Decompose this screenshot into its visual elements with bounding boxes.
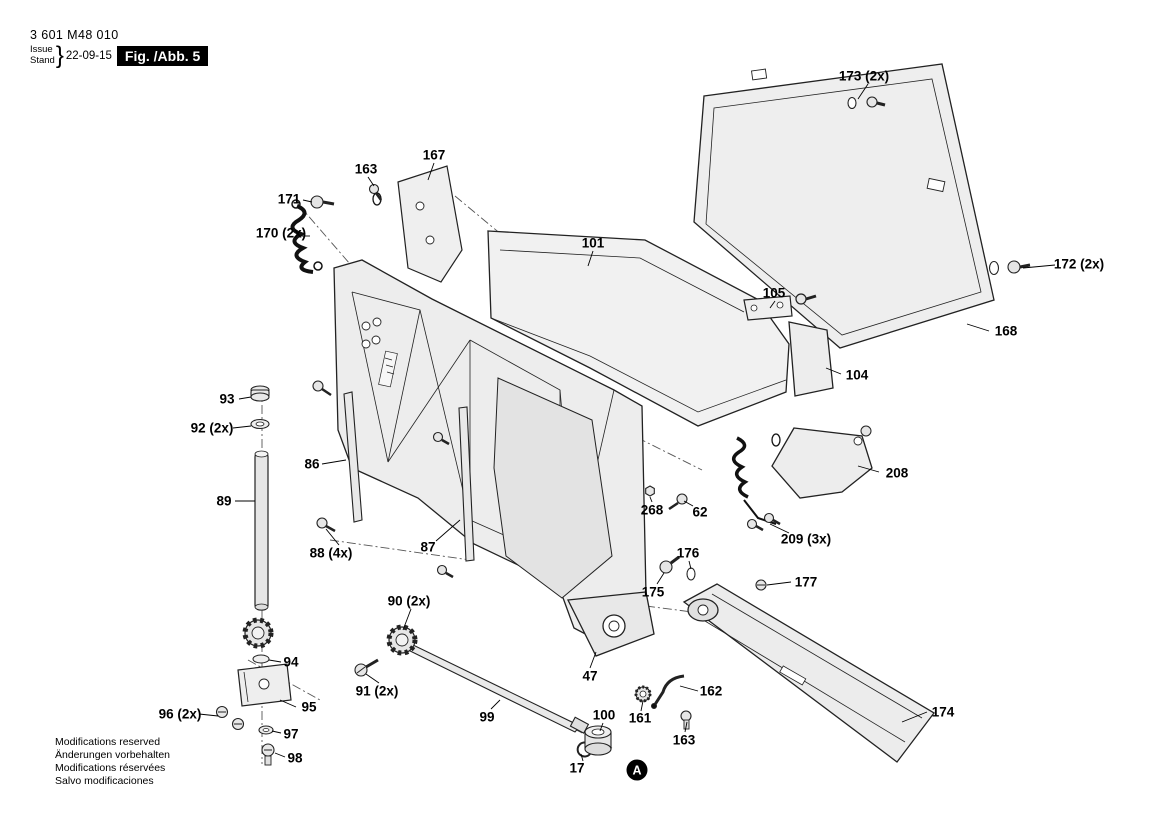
knob-gear-90 xyxy=(386,624,418,656)
brace-glyph: } xyxy=(55,42,64,69)
cover-208 xyxy=(771,425,873,499)
housing-panel-101 xyxy=(487,230,790,427)
figure-label: Fig. /Abb. 5 xyxy=(116,46,209,66)
stand-label: Stand xyxy=(30,55,55,66)
main-frame xyxy=(333,259,655,657)
tension-spring-170 xyxy=(290,192,382,274)
washer-97 xyxy=(258,725,274,735)
issue-label: Issue xyxy=(30,44,53,56)
note-en: Modifications reserved xyxy=(55,736,161,748)
knob-gear-94 xyxy=(242,617,274,664)
note-fr: Modifications réservées xyxy=(55,762,166,775)
drive-rod-99 xyxy=(403,642,590,734)
bushing-100 xyxy=(584,725,612,756)
support-rod-86 xyxy=(343,391,363,523)
support-rod-87 xyxy=(458,406,475,562)
detail-marker-a: A xyxy=(626,759,648,781)
screws-96 xyxy=(215,705,245,731)
title-block: 3 601 M48 010 Issue Stand } 22-09-15 Fig… xyxy=(30,28,209,69)
tension-spring-209-link xyxy=(732,433,781,525)
screw-91 xyxy=(354,658,379,677)
washer-92 xyxy=(250,418,270,430)
small-fasteners xyxy=(310,96,1031,758)
note-de: Änderungen vorbehalten xyxy=(55,749,171,762)
bolt-93 xyxy=(250,385,270,402)
leg-174 xyxy=(682,583,935,763)
back-panel-168 xyxy=(693,63,995,349)
bracket-105 xyxy=(743,293,817,321)
cover-104 xyxy=(788,321,834,397)
leader-lines xyxy=(198,83,1056,762)
modifications-note: Modifications reserved Änderungen vorbeh… xyxy=(55,736,170,789)
issue-date: 22-09-15 xyxy=(65,50,112,62)
bracket-95 xyxy=(237,663,292,707)
warning-label xyxy=(378,350,398,388)
note-es: Salvo modificaciones xyxy=(55,775,154,788)
screw-98 xyxy=(261,743,275,766)
bracket-167 xyxy=(397,165,463,283)
column-rod-89 xyxy=(254,450,269,611)
document-number: 3 601 M48 010 xyxy=(30,28,119,42)
